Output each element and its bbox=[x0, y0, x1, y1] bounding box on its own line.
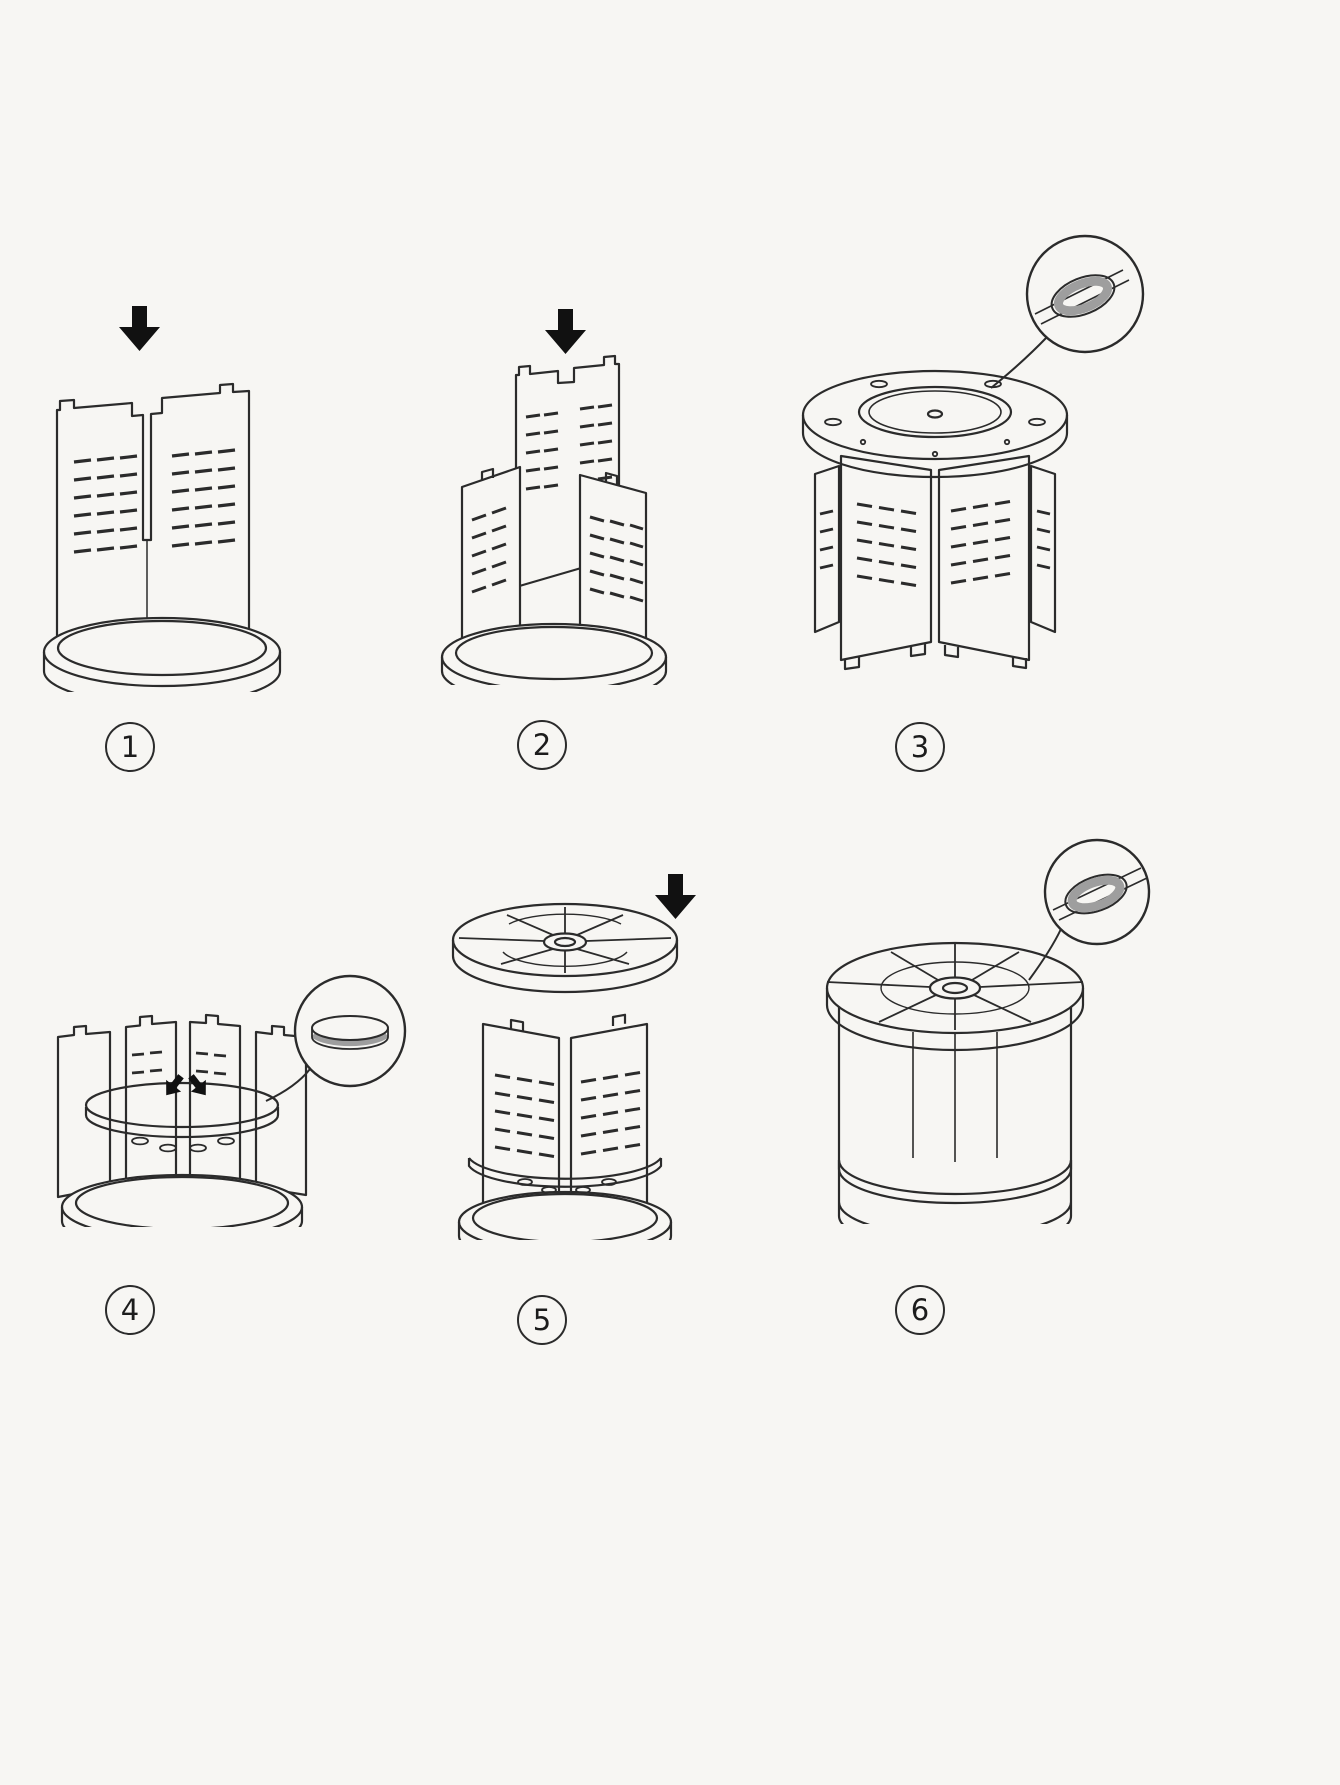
tab-slots bbox=[824, 379, 1046, 458]
cross-panels bbox=[813, 454, 1057, 671]
step-5-number: 5 bbox=[517, 1295, 567, 1345]
slot-dashes bbox=[950, 500, 1011, 585]
down-arrow-icon bbox=[545, 309, 586, 354]
down-arrow-icon bbox=[119, 306, 160, 351]
step-3 bbox=[775, 222, 1147, 674]
slot-dashes bbox=[580, 1071, 641, 1156]
grommet-ring-icon bbox=[1050, 274, 1116, 318]
step-6-number: 6 bbox=[895, 1285, 945, 1335]
step-1 bbox=[24, 300, 286, 692]
feet-tabs bbox=[843, 644, 1028, 671]
slot-dashes bbox=[471, 506, 507, 594]
magnifier-callout bbox=[1025, 234, 1145, 354]
slot-dashes bbox=[494, 1073, 555, 1158]
step-6-illustration bbox=[825, 838, 1151, 1224]
step-5 bbox=[425, 860, 709, 1240]
slot-dashes bbox=[131, 1050, 227, 1076]
step-1-illustration bbox=[42, 306, 282, 692]
drain-holes bbox=[131, 1136, 235, 1153]
divider-fins bbox=[56, 1013, 308, 1199]
step-5-illustration bbox=[451, 874, 696, 1240]
insert-arrows-icon bbox=[166, 1074, 206, 1096]
base-tray bbox=[42, 616, 282, 692]
step-6 bbox=[795, 830, 1153, 1224]
middle-shelf bbox=[84, 1081, 280, 1139]
top-compartment-tray bbox=[825, 941, 1085, 1052]
magnifier-callout bbox=[1043, 838, 1151, 946]
step-4 bbox=[28, 935, 408, 1227]
step-3-number: 3 bbox=[895, 722, 945, 772]
top-disc bbox=[801, 369, 1069, 479]
step-2-illustration bbox=[440, 309, 668, 685]
step-2-number: 2 bbox=[517, 720, 567, 770]
slot-dashes bbox=[1036, 509, 1051, 570]
step-4-illustration bbox=[56, 974, 407, 1227]
base-tray bbox=[60, 1173, 304, 1227]
slot-dashes bbox=[856, 502, 917, 587]
divider-panel bbox=[55, 382, 251, 654]
leader-line bbox=[265, 1068, 311, 1102]
slot-dashes bbox=[73, 448, 236, 554]
step-1-number: 1 bbox=[105, 722, 155, 772]
down-arrow-icon bbox=[655, 874, 696, 919]
base-tray bbox=[837, 1201, 1073, 1224]
organizer-body bbox=[837, 1004, 1073, 1224]
slot-dashes bbox=[589, 515, 644, 603]
magnifier-callout bbox=[293, 974, 407, 1088]
step-2 bbox=[420, 305, 670, 685]
leader-line bbox=[1028, 928, 1062, 981]
slot-dashes bbox=[819, 509, 834, 570]
compartment-dividers bbox=[826, 944, 1084, 1030]
leader-line bbox=[990, 336, 1048, 389]
compartment-dividers bbox=[458, 907, 672, 973]
base-tray bbox=[457, 1190, 673, 1240]
top-compartment-tray bbox=[451, 902, 679, 994]
base-tray bbox=[440, 622, 668, 685]
step-3-illustration bbox=[801, 234, 1145, 671]
middle-shelf bbox=[467, 1157, 663, 1188]
slot-dashes bbox=[525, 403, 613, 491]
middle-shelf bbox=[837, 1159, 1073, 1205]
grommet-ring-icon bbox=[1064, 873, 1128, 915]
shelf-piece-icon bbox=[311, 1015, 389, 1050]
step-4-number: 4 bbox=[105, 1285, 155, 1335]
